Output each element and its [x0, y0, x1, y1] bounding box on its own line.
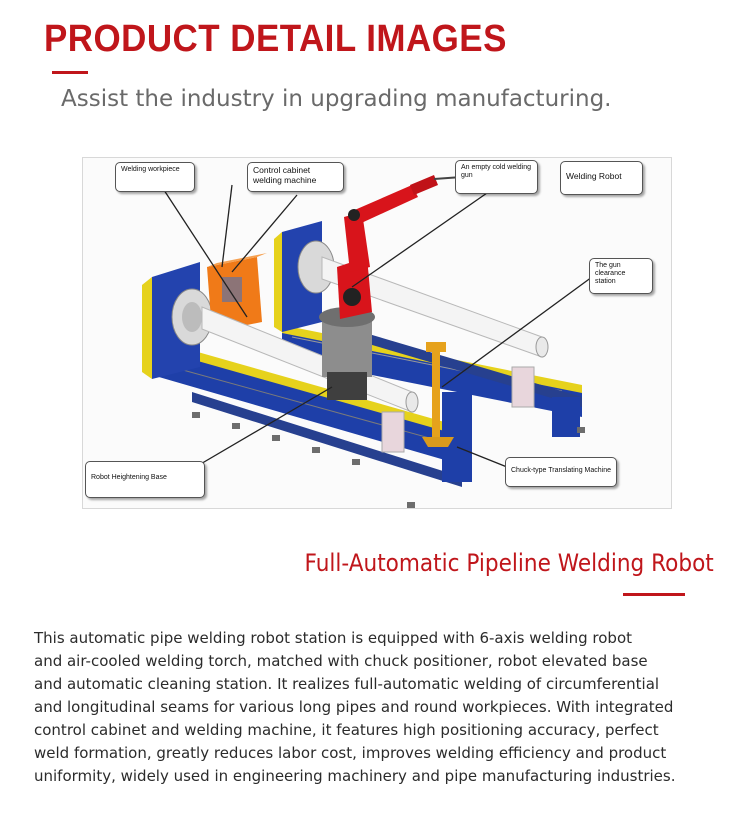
page-title: PRODUCT DETAIL IMAGES [44, 18, 507, 60]
callout-welding-robot: Welding Robot [560, 161, 643, 195]
product-description: This automatic pipe welding robot statio… [34, 629, 676, 785]
callout-translating-machine: Chuck-type Translating Machine [505, 457, 617, 487]
title-underline [52, 71, 88, 74]
welding-station-illustration [82, 157, 672, 509]
welding-station-diagram: Welding workpiece Control cabinet weldin… [82, 157, 672, 509]
callout-heightening-base: Robot Heightening Base [85, 461, 205, 498]
section-title: Full-Automatic Pipeline Welding Robot [304, 549, 714, 577]
callout-control-cabinet: Control cabinet welding machine [247, 162, 344, 192]
callout-welding-workpiece: Welding workpiece [115, 162, 195, 192]
callout-gun-clearance-station: The gun clearance station [589, 258, 653, 294]
section-underline [623, 593, 685, 596]
callout-cold-welding-gun: An empty cold welding gun [455, 160, 538, 194]
page-subtitle: Assist the industry in upgrading manufac… [61, 86, 612, 112]
